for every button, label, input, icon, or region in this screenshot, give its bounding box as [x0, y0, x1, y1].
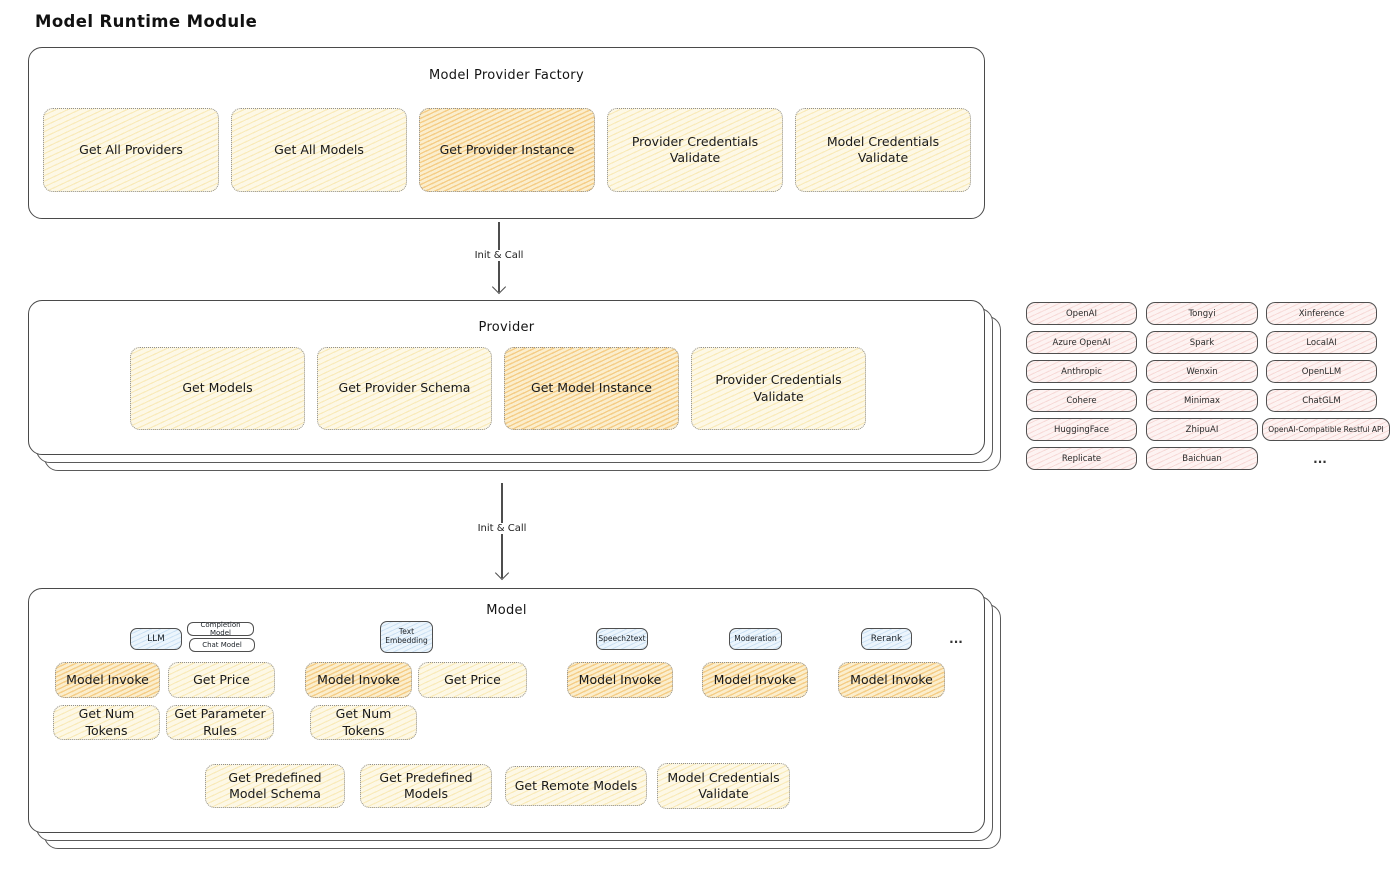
factory-btn-get-all-providers: Get All Providers [43, 108, 219, 192]
provider-pill-baichuan: Baichuan [1146, 447, 1258, 470]
model-btn-get-parameter-rules: Get Parameter Rules [166, 705, 274, 740]
provider-btn-get-models: Get Models [130, 347, 305, 430]
arrow-down-icon [491, 279, 507, 295]
model-btn-invoke-speech2text: Model Invoke [567, 662, 673, 698]
model-btn-get-predefined-model-schema: Get Predefined Model Schema [205, 764, 345, 808]
provider-pill-huggingface: HuggingFace [1026, 418, 1137, 441]
tag-completion-model: Completion Model [187, 621, 254, 637]
model-btn-invoke-rerank: Model Invoke [838, 662, 945, 698]
tag-text-embedding: Text Embedding [380, 621, 433, 653]
arrow-down-icon [494, 565, 510, 581]
factory-btn-provider-credentials-validate: Provider Credentials Validate [607, 108, 783, 192]
provider-pill-cohere: Cohere [1026, 389, 1137, 412]
tag-speech2text: Speech2text [596, 628, 648, 650]
arrow-label: Init & Call [470, 250, 528, 261]
page-title: Model Runtime Module [35, 12, 258, 31]
provider-pill-chatglm: ChatGLM [1266, 389, 1377, 412]
tag-rerank: Rerank [861, 628, 912, 650]
provider-pill-zhipuai: ZhipuAI [1146, 418, 1258, 441]
provider-pill-replicate: Replicate [1026, 447, 1137, 470]
provider-pill-minimax: Minimax [1146, 389, 1258, 412]
model-btn-get-price-embedding: Get Price [418, 662, 527, 698]
model-btn-get-predefined-models: Get Predefined Models [360, 764, 492, 808]
provider-pill-openllm: OpenLLM [1266, 360, 1377, 383]
provider-pill-spark: Spark [1146, 331, 1258, 354]
model-btn-get-num-tokens-llm: Get Num Tokens [53, 705, 160, 740]
provider-btn-get-provider-schema: Get Provider Schema [317, 347, 492, 430]
provider-pill-wenxin: Wenxin [1146, 360, 1258, 383]
model-btn-invoke-embedding: Model Invoke [305, 662, 412, 698]
provider-pill-openai: OpenAI [1026, 302, 1137, 325]
tag-chat-model: Chat Model [189, 638, 255, 652]
factory-title: Model Provider Factory [429, 68, 584, 83]
provider-pill-anthropic: Anthropic [1026, 360, 1137, 383]
tag-llm: LLM [130, 628, 182, 650]
provider-title: Provider [478, 320, 535, 335]
provider-pill-azure-openai: Azure OpenAI [1026, 331, 1137, 354]
model-btn-get-remote-models: Get Remote Models [505, 766, 647, 806]
tag-moderation: Moderation [729, 628, 782, 650]
model-btn-get-price-llm: Get Price [168, 662, 275, 698]
provider-btn-get-model-instance: Get Model Instance [504, 347, 679, 430]
provider-btn-provider-credentials-validate: Provider Credentials Validate [691, 347, 866, 430]
model-tags-ellipsis: ... [949, 632, 963, 646]
factory-btn-get-provider-instance: Get Provider Instance [419, 108, 595, 192]
factory-btn-model-credentials-validate: Model Credentials Validate [795, 108, 971, 192]
model-btn-model-credentials-validate: Model Credentials Validate [657, 763, 790, 809]
provider-list-ellipsis: ... [1313, 451, 1327, 466]
provider-pill-openai-compatible: OpenAI-Compatible Restful API [1262, 418, 1390, 441]
model-btn-get-num-tokens-embedding: Get Num Tokens [310, 705, 417, 740]
model-btn-invoke-llm: Model Invoke [55, 662, 160, 698]
provider-pill-localai: LocalAI [1266, 331, 1377, 354]
arrow-provider-to-model: Init & Call [473, 483, 531, 581]
model-btn-invoke-moderation: Model Invoke [702, 662, 808, 698]
arrow-label: Init & Call [473, 523, 531, 534]
factory-btn-get-all-models: Get All Models [231, 108, 407, 192]
model-title: Model [486, 603, 527, 618]
provider-pill-tongyi: Tongyi [1146, 302, 1258, 325]
arrow-factory-to-provider: Init & Call [470, 222, 528, 295]
provider-pill-xinference: Xinference [1266, 302, 1377, 325]
